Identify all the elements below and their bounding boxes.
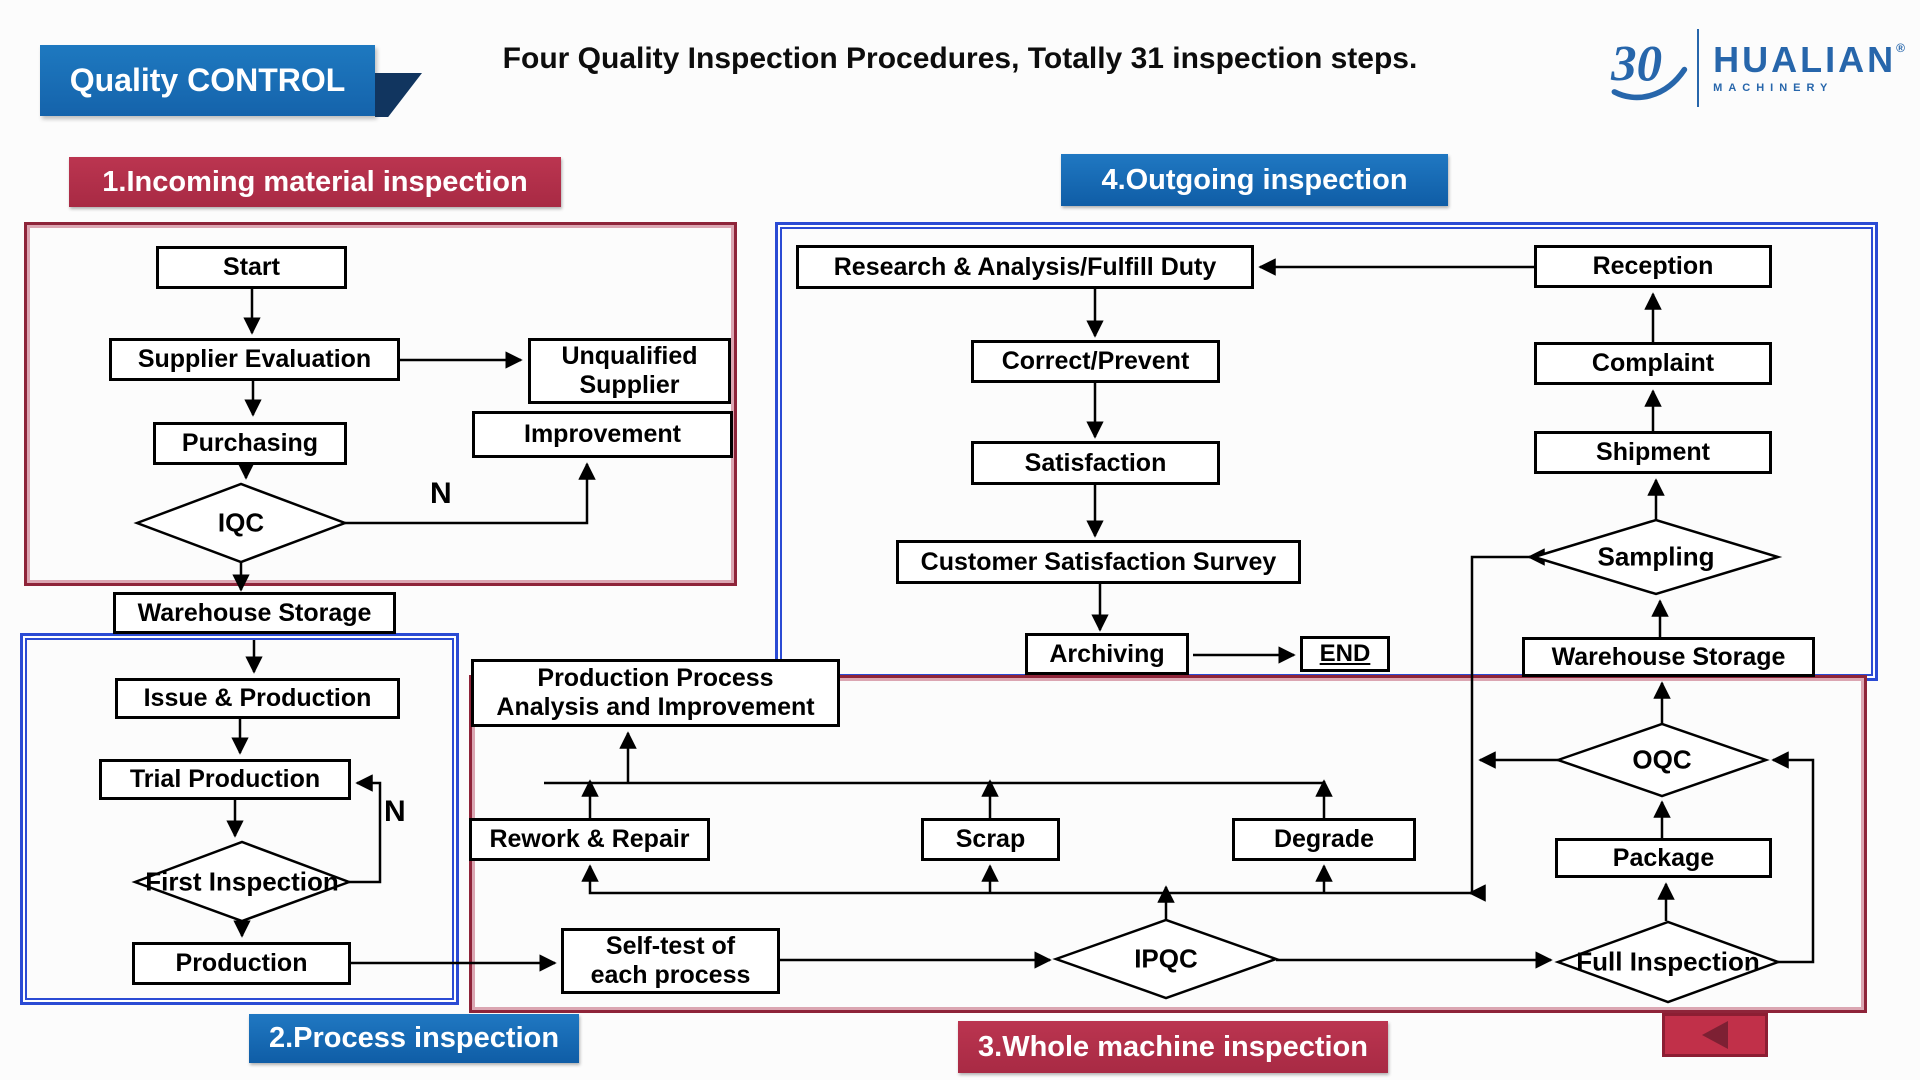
node-trial-production: Trial Production: [99, 759, 351, 800]
node-scrap: Scrap: [921, 818, 1060, 861]
quality-control-badge-label: Quality CONTROL: [69, 62, 346, 98]
node-supplier-evaluation: Supplier Evaluation: [109, 338, 400, 381]
banner-outgoing-inspection: 4.Outgoing inspection: [1061, 154, 1448, 206]
banner-process-inspection: 2.Process inspection: [249, 1014, 579, 1063]
node-satisfaction: Satisfaction: [971, 441, 1220, 485]
node-self-test: Self-test of each process: [561, 928, 780, 994]
node-rework-repair: Rework & Repair: [469, 818, 710, 861]
first-inspection-no-label: N: [384, 795, 406, 828]
quality-control-badge: Quality CONTROL: [40, 45, 375, 116]
node-customer-survey: Customer Satisfaction Survey: [896, 540, 1301, 584]
node-iqc-label: IQC: [217, 507, 265, 538]
banner-whole-machine-inspection: 3.Whole machine inspection: [958, 1021, 1388, 1073]
node-ipqc-label: IPQC: [1134, 943, 1198, 974]
node-unqualified-supplier: Unqualified Supplier: [528, 338, 731, 404]
node-improvement: Improvement: [472, 411, 733, 458]
frame-process-section: [20, 633, 459, 1005]
back-arrow-icon: [1702, 1021, 1728, 1049]
company-logo: 30 HUALIAN® MACHINERY: [1608, 18, 1908, 118]
ipqc-diamond: [1052, 918, 1280, 1000]
node-start: Start: [156, 246, 347, 289]
back-button[interactable]: [1662, 1013, 1768, 1057]
node-end: END: [1300, 636, 1390, 672]
frame-outgoing-section: [775, 222, 1878, 681]
node-reception: Reception: [1534, 245, 1772, 288]
node-complaint: Complaint: [1534, 342, 1772, 385]
node-warehouse-storage-left: Warehouse Storage: [113, 592, 396, 634]
node-full-inspection-label: Full Inspection: [1576, 946, 1760, 977]
first-inspection-diamond: [131, 840, 353, 923]
node-degrade: Degrade: [1232, 818, 1416, 861]
anniversary-30-icon: 30: [1610, 37, 1688, 101]
logo-name: HUALIAN: [1713, 39, 1897, 80]
svg-text:30: 30: [1610, 37, 1662, 93]
logo-divider: [1696, 29, 1700, 107]
node-research-analysis: Research & Analysis/Fulfill Duty: [796, 245, 1254, 289]
oqc-diamond: [1554, 722, 1770, 798]
node-issue-production: Issue & Production: [115, 678, 400, 719]
node-warehouse-storage-right: Warehouse Storage: [1522, 637, 1815, 677]
sampling-diamond: [1529, 518, 1783, 596]
node-sampling-label: Sampling: [1597, 541, 1715, 572]
node-shipment: Shipment: [1534, 431, 1772, 474]
node-archiving: Archiving: [1025, 633, 1189, 675]
banner-incoming-inspection: 1.Incoming material inspection: [69, 157, 561, 207]
logo-wordmark: HUALIAN® MACHINERY: [1713, 39, 1908, 95]
node-oqc-label: OQC: [1632, 744, 1692, 775]
page-title: Four Quality Inspection Procedures, Tota…: [502, 42, 1418, 75]
node-correct-prevent: Correct/Prevent: [971, 340, 1220, 383]
iqc-no-label: N: [430, 477, 452, 510]
flow-arrows: [226, 258, 1815, 972]
iqc-diamond: [133, 482, 349, 564]
frame-incoming-section: [24, 222, 737, 586]
logo-subname: MACHINERY: [1713, 82, 1834, 94]
node-purchasing: Purchasing: [153, 422, 347, 465]
node-first-inspection-label: First Inspection: [145, 866, 339, 897]
node-production-process-analysis: Production Process Analysis and Improvem…: [471, 659, 840, 727]
full-inspection-diamond: [1554, 920, 1782, 1004]
decision-diamonds: [131, 482, 1783, 1004]
node-package: Package: [1555, 838, 1772, 878]
registered-mark-icon: ®: [1896, 41, 1908, 55]
node-production: Production: [132, 942, 351, 985]
